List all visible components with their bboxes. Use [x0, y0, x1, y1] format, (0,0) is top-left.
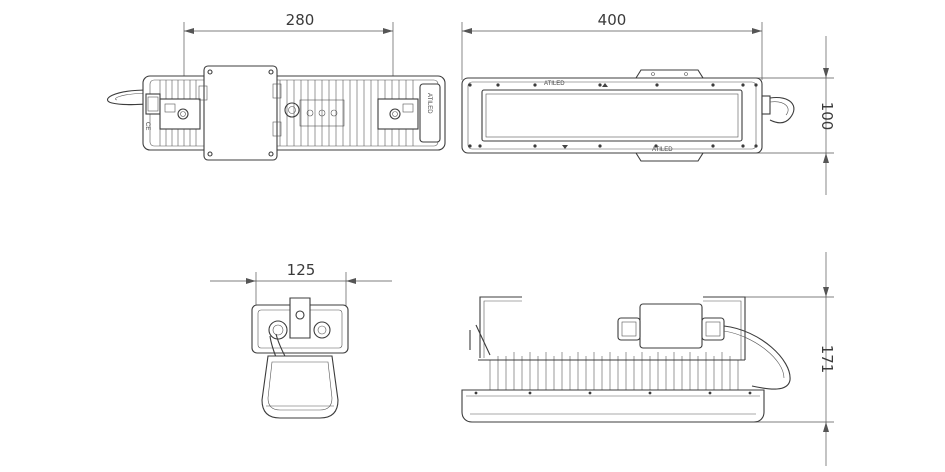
dimension-label-171: 171	[818, 345, 836, 374]
dimension-label-125: 125	[287, 261, 316, 279]
front-view: 400 100	[461, 11, 836, 195]
dimension-100: 100	[740, 36, 836, 195]
dimension-label-100: 100	[818, 102, 836, 131]
junction-box-top	[198, 65, 282, 161]
ce-label: CE	[144, 122, 150, 130]
dimension-400: 400	[461, 11, 763, 80]
dimension-171: 171	[745, 252, 836, 466]
dimension-label-280: 280	[286, 11, 315, 29]
dimension-125: 125	[210, 261, 392, 306]
front-bolts	[468, 83, 758, 148]
heat-sink-fins-side	[489, 352, 739, 390]
dimension-label-400: 400	[598, 11, 627, 29]
brand-marking-end: ATILED	[426, 93, 432, 114]
brand-marking-bottom: ATILED	[652, 147, 673, 153]
brand-marking-top: ATILED	[544, 81, 565, 87]
end-view: 125	[210, 261, 392, 419]
top-view: 280	[106, 11, 446, 161]
side-view: 171	[461, 252, 836, 466]
